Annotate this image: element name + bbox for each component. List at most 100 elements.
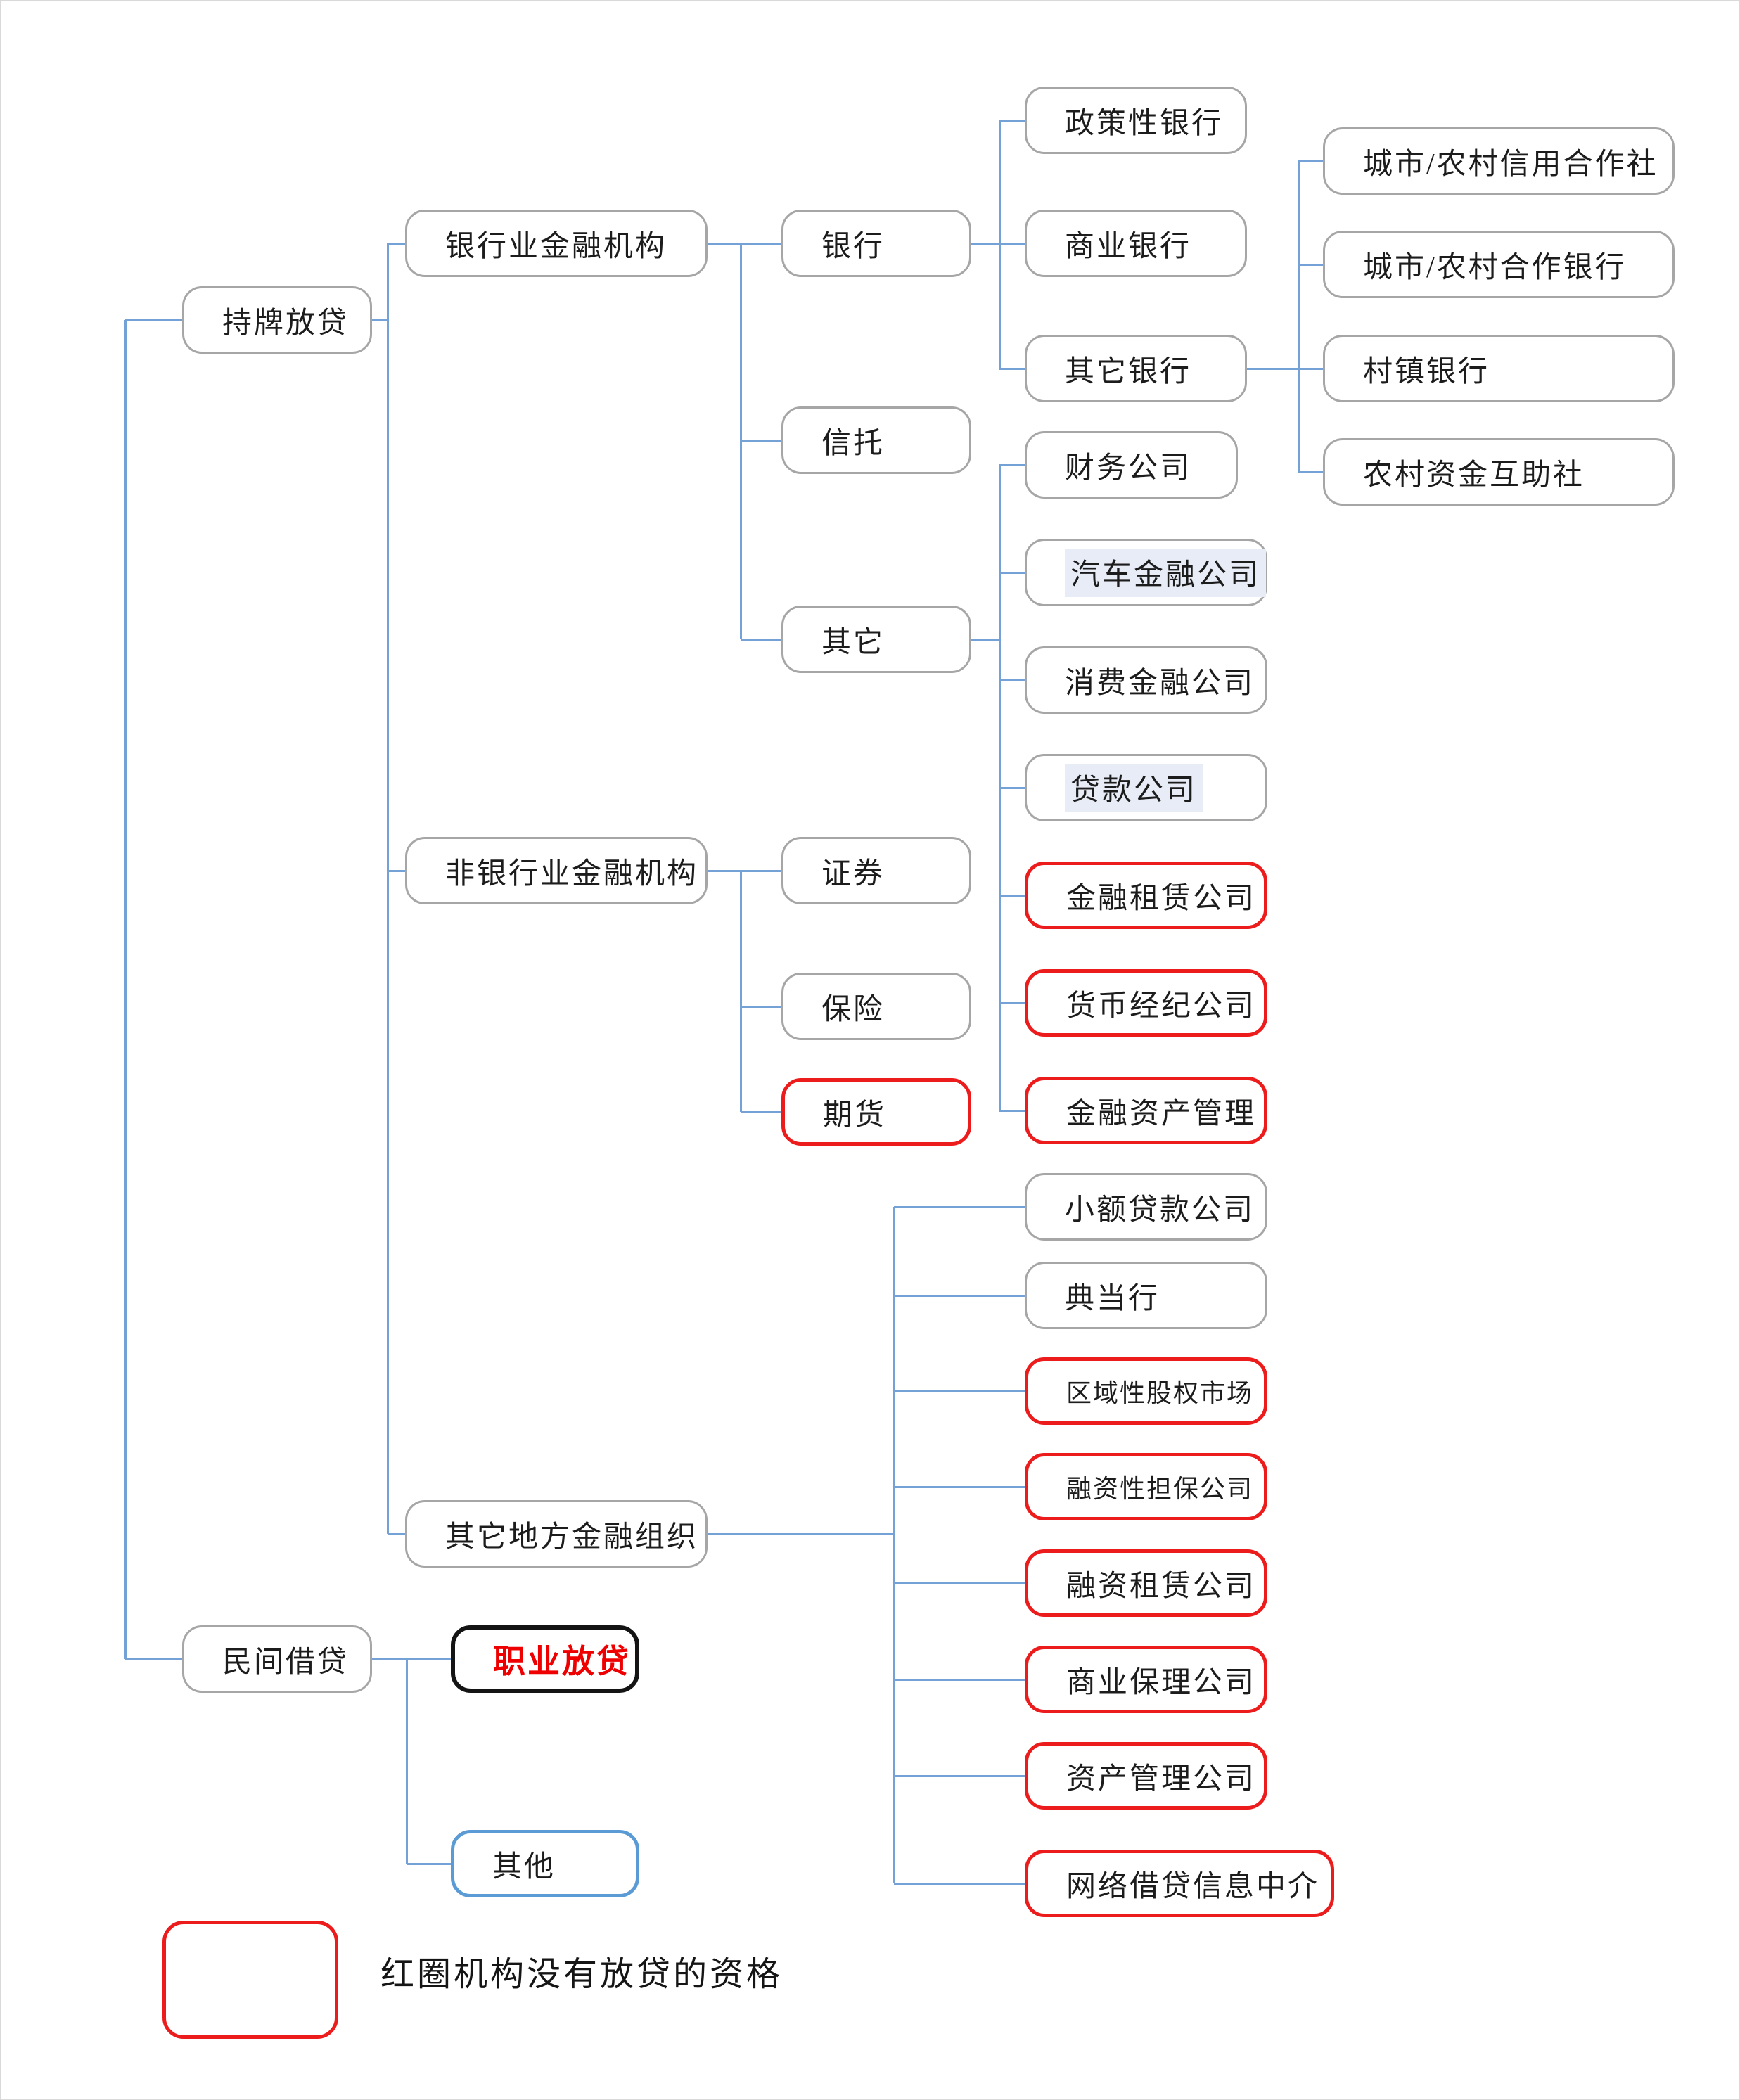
connector-h-25 [1298, 160, 1323, 162]
connector-h-43 [894, 1485, 1025, 1488]
node-insurance-label: 保险 [821, 993, 885, 1026]
connector-h-6 [388, 869, 405, 872]
connector-h-3 [372, 319, 388, 321]
connector-h-13 [708, 869, 741, 872]
node-policy-bank: 政策性银行 [1025, 87, 1247, 154]
connector-v-39 [893, 1207, 895, 1883]
node-consumer-finance-company: 消费金融公司 [1025, 646, 1267, 714]
node-financing-guarantee-company-label: 融资性担保公司 [1066, 1475, 1254, 1503]
node-financial-asset-management-label: 金融资产管理 [1066, 1097, 1257, 1130]
connector-h-1 [125, 319, 182, 321]
connector-h-22 [999, 367, 1025, 370]
connector-h-2 [125, 1658, 182, 1660]
node-financing-guarantee-company: 融资性担保公司 [1025, 1453, 1267, 1520]
node-professional-lending-label: 职业放贷 [493, 1644, 631, 1679]
node-other-local-financial-organizations-label: 其它地方金融组织 [445, 1520, 699, 1554]
connector-h-36 [999, 1001, 1025, 1004]
node-loan-company-label: 贷款公司 [1065, 763, 1203, 812]
node-banking-financial-institutions-label: 银行业金融机构 [445, 230, 667, 263]
node-auto-finance-company: 汽车金融公司 [1025, 539, 1267, 606]
node-futures-label: 期货 [823, 1099, 887, 1132]
node-rural-mutual-aid-cooperative-label: 农村资金互助社 [1363, 459, 1585, 492]
node-microloan-company-label: 小额贷款公司 [1065, 1193, 1255, 1227]
connector-h-48 [372, 1658, 407, 1660]
node-other-banks-label: 其它银行 [1065, 355, 1192, 388]
connector-h-11 [741, 439, 781, 442]
node-other-banking: 其它 [781, 606, 971, 673]
connector-h-46 [894, 1774, 1025, 1777]
connector-v-9 [739, 243, 742, 639]
connector-h-8 [708, 242, 741, 245]
connector-h-12 [741, 638, 781, 641]
node-financing-leasing-company: 融资租赁公司 [1025, 1549, 1267, 1617]
node-village-bank: 村镇银行 [1323, 335, 1675, 402]
node-consumer-finance-company-label: 消费金融公司 [1065, 667, 1255, 700]
node-non-banking-financial-institutions-label: 非银行业金融机构 [445, 857, 699, 890]
connector-h-10 [741, 242, 781, 245]
connector-h-40 [894, 1205, 1025, 1208]
connector-h-23 [1247, 367, 1298, 370]
legend-text: 红圈机构没有放贷的资格 [380, 1956, 783, 1993]
node-commercial-bank-label: 商业银行 [1065, 230, 1192, 263]
node-private-lending-label: 民间借贷 [222, 1646, 350, 1679]
node-securities: 证券 [781, 837, 971, 904]
node-financial-leasing-company: 金融租赁公司 [1025, 862, 1267, 929]
connector-h-31 [999, 463, 1025, 466]
node-insurance: 保险 [781, 973, 971, 1040]
connector-h-21 [999, 242, 1025, 245]
node-licensed-lending-label: 持牌放贷 [222, 307, 350, 340]
node-private-lending: 民间借贷 [182, 1625, 372, 1693]
node-urban-rural-credit-cooperative-label: 城市/农村信用合作社 [1363, 148, 1658, 181]
node-microloan-company: 小额贷款公司 [1025, 1173, 1267, 1241]
node-other-banks: 其它银行 [1025, 335, 1247, 402]
node-asset-management-company-label: 资产管理公司 [1066, 1762, 1257, 1795]
connector-v-19 [998, 120, 1001, 369]
connector-v-14 [739, 871, 742, 1112]
connector-h-15 [741, 869, 781, 872]
node-futures: 期货 [781, 1078, 971, 1146]
connector-h-41 [894, 1294, 1025, 1297]
node-pawnshop: 典当行 [1025, 1262, 1267, 1329]
legend-red-box-swatch [162, 1921, 338, 2039]
connector-h-17 [741, 1110, 781, 1113]
node-auto-finance-company-label: 汽车金融公司 [1065, 548, 1267, 597]
connector-h-34 [999, 786, 1025, 789]
node-financing-leasing-company-label: 融资租赁公司 [1066, 1570, 1257, 1603]
node-professional-lending: 职业放贷 [451, 1625, 639, 1693]
node-commercial-factoring-company-label: 商业保理公司 [1066, 1666, 1257, 1699]
connector-h-27 [1298, 367, 1323, 370]
node-financial-leasing-company-label: 金融租赁公司 [1066, 882, 1257, 915]
node-regional-equity-market: 区域性股权市场 [1025, 1357, 1267, 1425]
node-urban-rural-cooperative-bank: 城市/农村合作银行 [1323, 231, 1675, 298]
node-village-bank-label: 村镇银行 [1363, 355, 1490, 388]
node-trust: 信托 [781, 406, 971, 474]
node-pawnshop-label: 典当行 [1065, 1282, 1160, 1315]
connector-h-44 [894, 1582, 1025, 1584]
node-online-lending-information-intermediary: 网络借贷信息中介 [1025, 1850, 1334, 1917]
connector-h-7 [388, 1532, 405, 1535]
connector-v-49 [405, 1659, 408, 1864]
node-banking-financial-institutions: 银行业金融机构 [405, 210, 708, 277]
node-licensed-lending: 持牌放贷 [182, 286, 372, 354]
node-non-banking-financial-institutions: 非银行业金融机构 [405, 837, 708, 904]
node-bank-label: 银行 [821, 230, 885, 263]
connector-v-24 [1297, 161, 1300, 472]
connector-h-18 [971, 242, 999, 245]
connector-h-51 [407, 1862, 451, 1865]
node-loan-company: 贷款公司 [1025, 754, 1267, 821]
connector-h-32 [999, 571, 1025, 574]
node-finance-company-label: 财务公司 [1065, 452, 1192, 485]
connector-h-26 [1298, 263, 1323, 266]
connector-h-29 [971, 638, 999, 641]
node-other-banking-label: 其它 [821, 626, 885, 659]
node-trust-label: 信托 [821, 427, 885, 460]
connector-v-4 [386, 243, 389, 1534]
connector-h-45 [894, 1678, 1025, 1681]
node-other-local-financial-organizations: 其它地方金融组织 [405, 1500, 708, 1568]
connector-h-47 [894, 1882, 1025, 1885]
connector-h-50 [407, 1658, 451, 1660]
connector-v-0 [124, 320, 127, 1659]
connector-h-35 [999, 894, 1025, 897]
node-other-private-label: 其他 [492, 1850, 556, 1883]
